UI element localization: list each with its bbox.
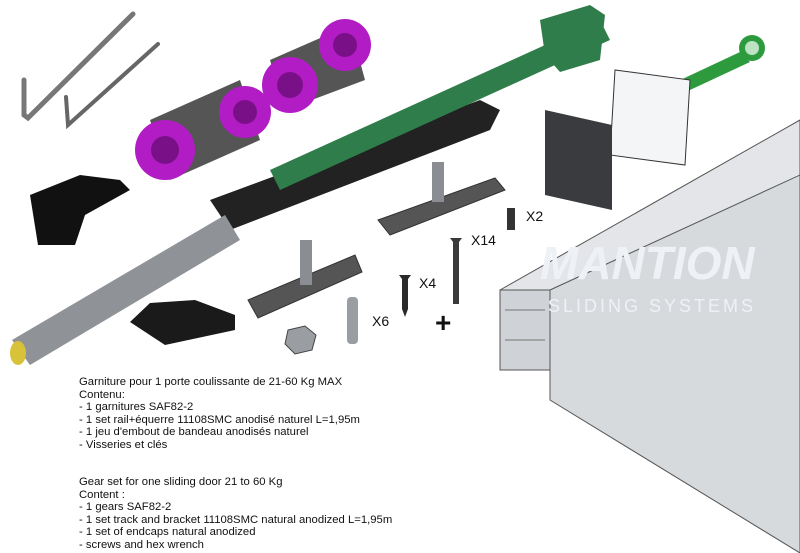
description-heading: Content : (79, 488, 125, 501)
description-title: Garniture pour 1 porte coulissante de 21… (79, 376, 343, 388)
description-item: - screws and hex wrench (79, 538, 204, 551)
description-item: - 1 set rail+équerre 11108SMC anodisé na… (79, 413, 360, 426)
soft-close-damper (10, 5, 610, 365)
floor-guide (130, 300, 235, 345)
transparent-endcap (609, 69, 691, 166)
description-item: - Visseries et clés (79, 438, 168, 451)
description-english: Gear set for one sliding door 21 to 60 K… (79, 476, 392, 552)
aluminium-rail (499, 119, 800, 553)
rail-endcap (545, 110, 612, 210)
grub-screw-quantity: X2 (526, 208, 544, 224)
hex-wrench-small (64, 42, 160, 130)
watermark-tagline: SLIDING SYSTEMS (548, 296, 757, 316)
watermark-brand: MANTION (540, 237, 755, 289)
grub-screw (507, 208, 515, 230)
description-item: - 1 garnitures SAF82-2 (79, 401, 194, 414)
description-item: - 1 gears SAF82-2 (79, 501, 172, 514)
hex-nut (284, 325, 317, 355)
pivot-bracket-top (377, 162, 506, 236)
short-screw-quantity: X4 (419, 275, 437, 291)
description-french: Garniture pour 1 porte coulissante de 21… (79, 376, 360, 452)
description-title: Gear set for one sliding door 21 to 60 K… (79, 476, 283, 488)
long-screw-quantity: X14 (471, 232, 496, 248)
roller-carriage-2 (262, 19, 371, 113)
hex-wrench-large (21, 11, 136, 122)
description-heading: Contenu: (79, 388, 125, 401)
long-screw (450, 238, 462, 304)
short-screw (399, 275, 411, 317)
green-key (676, 35, 765, 90)
description-item: - 1 set of endcaps natural anodized (79, 526, 256, 539)
wall-plug-quantity: X6 (372, 313, 390, 329)
wall-plug (347, 297, 358, 344)
description-item: - 1 jeu d'embout de bandeau anodisés nat… (79, 426, 309, 439)
roller-carriage-1 (135, 80, 271, 180)
door-stop-clip (30, 175, 130, 245)
pivot-bracket-bottom (247, 240, 363, 319)
description-item: - 1 set track and bracket 11108SMC natur… (79, 513, 393, 526)
plus-sign: + (435, 307, 452, 338)
